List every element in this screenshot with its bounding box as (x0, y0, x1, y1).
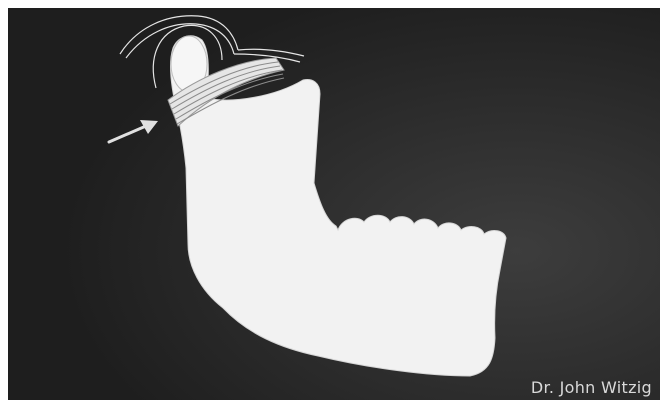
mandible-illustration (8, 8, 660, 400)
illustration-panel: Dr. John Witzig (8, 8, 660, 400)
photo-credit: Dr. John Witzig (531, 380, 652, 396)
